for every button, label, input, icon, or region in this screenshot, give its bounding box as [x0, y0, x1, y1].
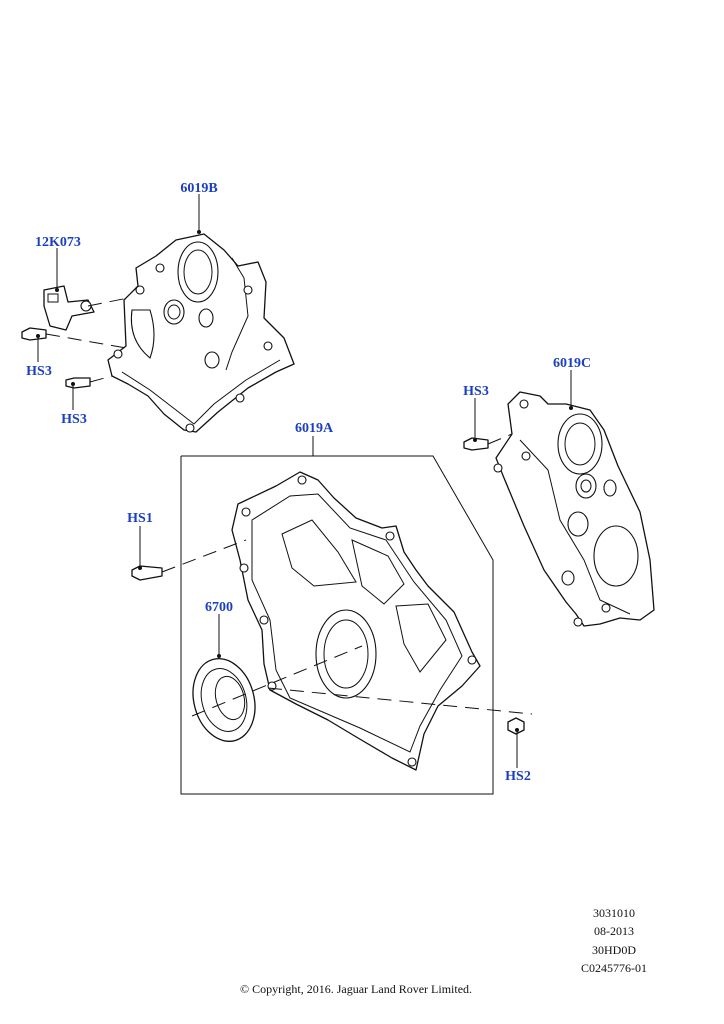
- bolt-hs3-left-2-drawing: [65, 377, 91, 389]
- callout-6019a[interactable]: 6019A: [295, 421, 334, 436]
- bolt-hs3-right-drawing: [463, 437, 489, 451]
- meta-date: 08-2013: [594, 924, 634, 938]
- cover-6019b-drawing: [107, 233, 295, 433]
- cover-6019c-drawing: [493, 391, 655, 627]
- callout-hs3-left-2[interactable]: HS3: [61, 412, 87, 427]
- callout-hs3-left-1[interactable]: HS3: [26, 364, 52, 379]
- callout-hs3-right[interactable]: HS3: [463, 384, 489, 399]
- assembly-axis-lines: [45, 297, 533, 717]
- callout-6019c[interactable]: 6019C: [553, 356, 591, 371]
- meta-ref: C0245776-01: [581, 961, 647, 975]
- callout-6700[interactable]: 6700: [205, 600, 233, 615]
- callout-hs1[interactable]: HS1: [127, 511, 153, 526]
- callout-6019b[interactable]: 6019B: [180, 181, 217, 196]
- bolt-hs3-left-1-drawing: [21, 327, 47, 341]
- bolt-hs2-drawing: [507, 717, 525, 735]
- copyright-notice: © Copyright, 2016. Jaguar Land Rover Lim…: [240, 982, 472, 996]
- meta-model: 30HD0D: [592, 943, 636, 957]
- leader-lines: [36, 194, 573, 768]
- callout-12k073[interactable]: 12K073: [35, 235, 81, 250]
- seal-6700-drawing: [192, 658, 256, 742]
- callout-hs2[interactable]: HS2: [505, 769, 531, 784]
- plate-6019a-box: [180, 455, 494, 795]
- bolt-hs1-drawing: [131, 565, 163, 581]
- sensor-12k073-drawing: [43, 285, 95, 331]
- meta-code: 3031010: [593, 906, 635, 920]
- plate-6019a-drawing: [231, 471, 481, 771]
